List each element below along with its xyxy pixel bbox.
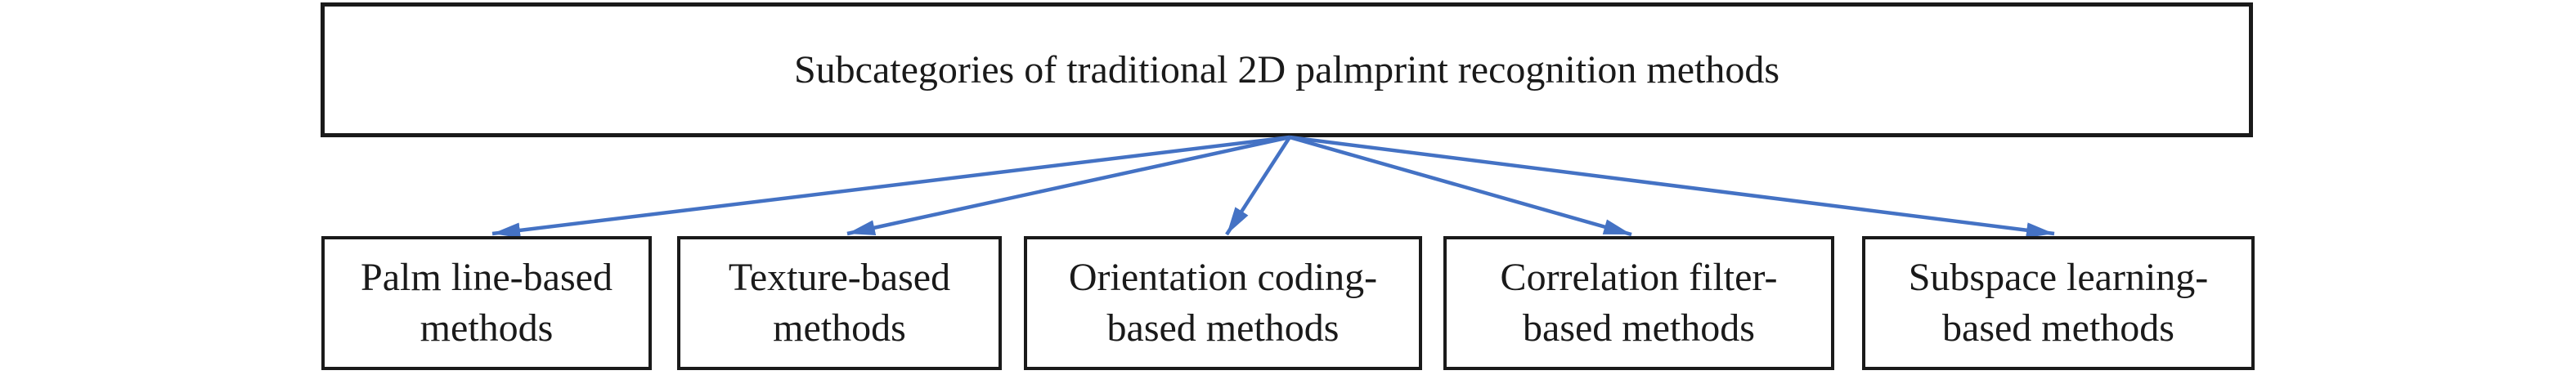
arrow-to-palm-line — [491, 135, 1290, 239]
category-box-orientation-coding: Orientation coding- based methods — [1024, 236, 1422, 370]
category-label-line: Palm line-based — [361, 256, 613, 299]
category-label-line: Texture-based — [728, 256, 951, 299]
arrow-to-subspace-learning — [1289, 135, 2055, 239]
arrow-to-orientation-coding — [1225, 136, 1291, 236]
category-label-line: based methods — [1106, 306, 1340, 350]
category-label-line: methods — [420, 306, 554, 350]
arrow-to-texture — [846, 135, 1290, 236]
arrow-to-correlation-filter — [1289, 135, 1632, 237]
category-label-line: Orientation coding- — [1068, 256, 1378, 299]
category-box-palm-line: Palm line-based methods — [321, 236, 652, 370]
category-box-correlation-filter: Correlation filter- based methods — [1443, 236, 1834, 370]
category-label-line: Subspace learning- — [1908, 256, 2209, 299]
category-box-texture: Texture-based methods — [677, 236, 1002, 370]
category-label-line: Correlation filter- — [1500, 256, 1778, 299]
category-box-subspace-learning: Subspace learning- based methods — [1862, 236, 2255, 370]
category-label-line: based methods — [1523, 306, 1755, 350]
category-label-line: methods — [773, 306, 906, 350]
root-category-box: Subcategories of traditional 2D palmprin… — [321, 2, 2253, 137]
category-label-line: based methods — [1942, 306, 2174, 350]
diagram-title: Subcategories of traditional 2D palmprin… — [793, 47, 1780, 92]
